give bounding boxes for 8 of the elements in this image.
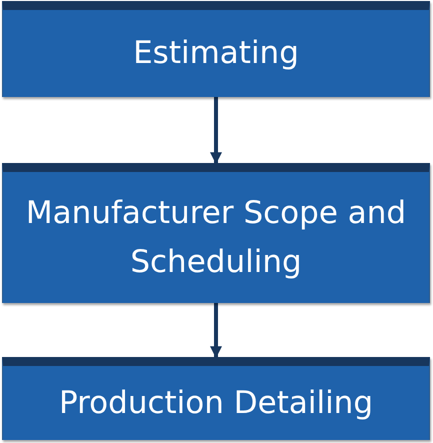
- box-label: Estimating: [132, 34, 300, 74]
- process-box: [2, 163, 430, 303]
- box-label: Manufacturer Scope and Scheduling: [24, 194, 408, 282]
- arrow: [210, 303, 222, 358]
- process-box: [2, 357, 430, 440]
- box-label: Production Detailing: [58, 384, 374, 423]
- arrow: [210, 97, 222, 164]
- process-box: [2, 1, 430, 97]
